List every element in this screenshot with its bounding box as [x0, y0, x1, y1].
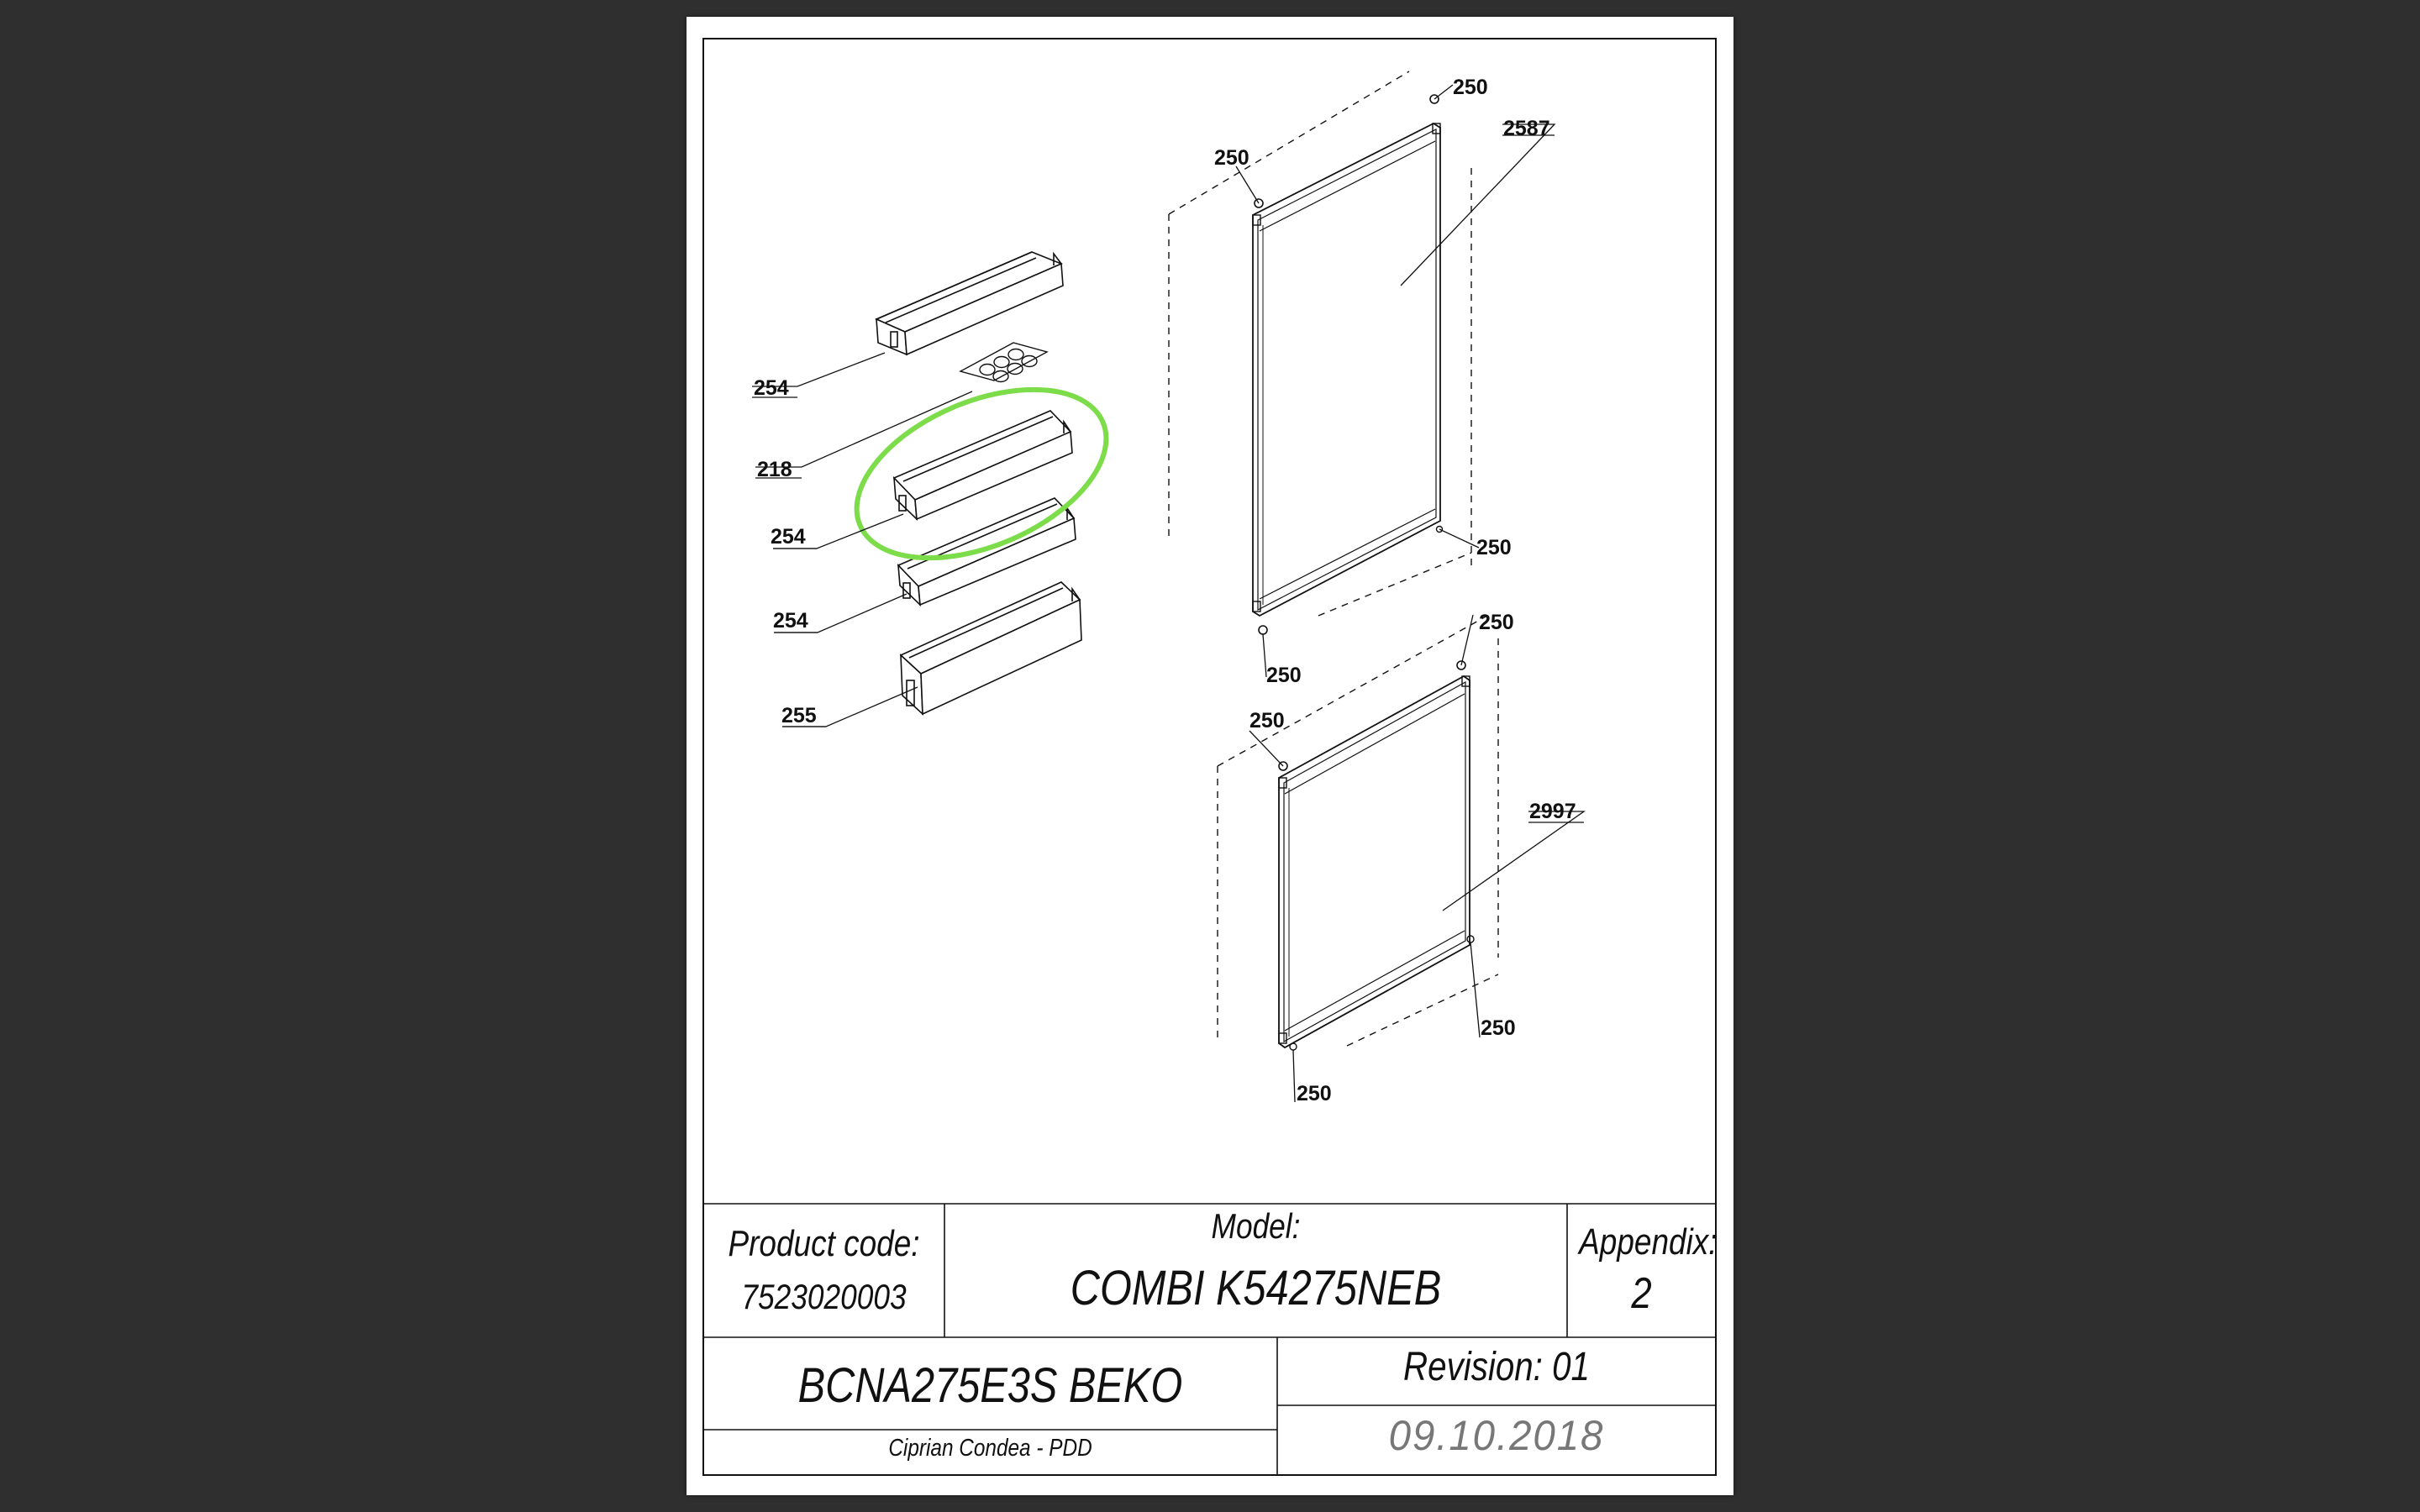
door-balcony-lower: [897, 497, 1076, 607]
callout-fridge-door: 2587: [1503, 117, 1550, 140]
bottle-balcony: [899, 581, 1082, 716]
drawing-sheet: 254 218 254 254 255 2587 2997 250 250 25…: [687, 17, 1733, 1495]
freezer-door-assembly: [1217, 615, 1499, 1051]
title-block-grid: [703, 1203, 1716, 1475]
callout-hinge-1: 250: [1453, 76, 1488, 99]
product-code-value: 7523020003: [741, 1277, 907, 1316]
appendix-value: 2: [1631, 1269, 1652, 1318]
model-label: Model:: [1211, 1206, 1301, 1246]
callout-door-part-3: 254: [773, 609, 808, 633]
fridge-door-assembly: [1168, 71, 1472, 635]
callout-hinge-7: 250: [1481, 1016, 1516, 1040]
callout-underlines: [752, 134, 1584, 823]
callout-freezer-door: 2997: [1529, 800, 1576, 823]
product-name: BCNA275E3S BEKO: [797, 1358, 1183, 1413]
exploded-parts-diagram: 254 218 254 254 255 2587 2997 250 250 25…: [702, 38, 1717, 1476]
door-balcony-top: [875, 251, 1064, 356]
egg-tray: [959, 342, 1049, 383]
callout-door-part-1: 254: [754, 376, 789, 400]
author-name: Ciprian Condea - PDD: [888, 1435, 1092, 1462]
callout-hinge-5: 250: [1479, 611, 1514, 634]
callout-hinge-6: 250: [1249, 709, 1285, 732]
sheet-border: [702, 38, 1717, 1476]
highlight-ellipse: [854, 386, 1109, 561]
callout-egg-tray: 218: [757, 458, 792, 481]
model-value: COMBI K54275NEB: [1070, 1261, 1442, 1315]
callout-hinge-3: 250: [1476, 536, 1512, 559]
product-code-label: Product code:: [728, 1223, 920, 1264]
revision-date: 09.10.2018: [1388, 1412, 1605, 1459]
callout-hinge-2: 250: [1214, 146, 1249, 170]
callout-hinge-8: 250: [1297, 1082, 1332, 1105]
revision-label: Revision: 01: [1403, 1345, 1590, 1389]
callout-bottle-shelf: 255: [781, 704, 817, 727]
callout-hinge-4: 250: [1266, 664, 1302, 687]
appendix-label: Appendix:: [1579, 1221, 1718, 1263]
callout-door-part-2: 254: [771, 525, 806, 549]
door-balcony-highlighted: [892, 410, 1073, 522]
